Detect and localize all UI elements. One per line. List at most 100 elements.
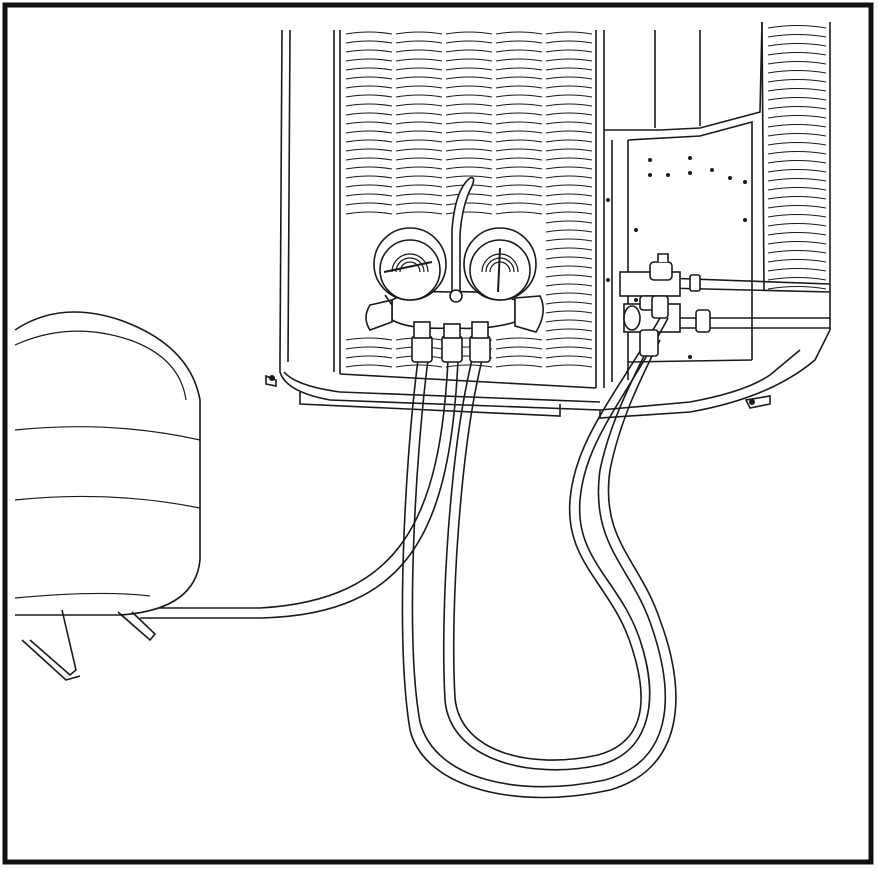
side-louver-slat (767, 195, 827, 200)
louver-slat (495, 337, 543, 341)
louver-slat (545, 220, 593, 224)
louver-slat (395, 193, 443, 197)
louver-slat (345, 76, 393, 80)
louver-slat (395, 85, 443, 89)
louver-slat (545, 175, 593, 179)
manifold-hook (451, 176, 475, 292)
louver-slat (545, 31, 593, 35)
high-gauge-needle (497, 247, 501, 293)
suction-valve-stem (657, 253, 669, 262)
side-louver-slat (767, 87, 827, 92)
louver-slat (495, 193, 543, 197)
hose-center-inner (140, 359, 459, 619)
louver-slat (545, 85, 593, 89)
manifold-gauge-set (365, 176, 544, 339)
louver-slat (345, 112, 393, 116)
louver-slat (445, 121, 493, 125)
louver-slat (445, 211, 493, 215)
suction-line-bottom (663, 287, 831, 293)
louver-slat (495, 67, 543, 71)
manifold-port-high (471, 321, 489, 339)
side-louver-slat (767, 258, 827, 263)
louver-slat (495, 157, 543, 161)
condenser-base-pan (279, 349, 801, 411)
louver-slat (495, 175, 543, 179)
low-side-knob (365, 298, 393, 331)
louver-slat (345, 337, 393, 341)
louver-slat (545, 184, 593, 188)
louver-slat (545, 166, 593, 170)
cabinet-edge-left-outer (279, 29, 283, 359)
hose-fitting-suction (651, 295, 669, 319)
suction-valve-cap (649, 261, 673, 281)
low-gauge-needle (383, 261, 433, 273)
louver-slat (545, 112, 593, 116)
louver-slat (495, 40, 543, 44)
louver-slat (345, 157, 393, 161)
side-louver-slat (767, 123, 827, 128)
louver-slat (545, 292, 593, 296)
louver-slat (395, 139, 443, 143)
manifold-port-center (443, 323, 461, 339)
liquid-line-nut (695, 309, 711, 333)
louver-slat (395, 202, 443, 206)
louver-slat (545, 256, 593, 260)
manifold-sight-glass (449, 289, 463, 303)
louver-slat (345, 166, 393, 170)
cylinder-leg-right (117, 611, 157, 642)
hose-fitting-liquid (639, 329, 659, 357)
louver-slat (445, 49, 493, 53)
louver-slat (545, 274, 593, 278)
unit-foot-right (744, 395, 771, 409)
louver-slat (345, 346, 393, 350)
side-louver-slat (767, 276, 827, 281)
liquid-valve-cap (623, 305, 641, 331)
hose-end-right (469, 335, 491, 363)
louver-slat (345, 355, 393, 359)
louver-slat (345, 49, 393, 53)
louver-slat (495, 355, 543, 359)
louver-slat (495, 76, 543, 80)
louver-slat (445, 85, 493, 89)
side-louver-slat (767, 69, 827, 74)
louver-slat (395, 49, 443, 53)
hose-end-left (411, 335, 433, 363)
louver-slat (495, 103, 543, 107)
low-gauge-scale-1 (391, 253, 429, 273)
manifold-port-low (413, 321, 431, 339)
louver-slat (495, 49, 543, 53)
condenser-base-right (599, 329, 831, 419)
suction-line-nut (689, 274, 701, 292)
louver-slat (545, 211, 593, 215)
louver-slat (445, 103, 493, 107)
service-panel-recess (627, 120, 753, 360)
louver-slat (545, 58, 593, 62)
louver-slat (545, 49, 593, 53)
louver-slat (395, 103, 443, 107)
louver-slat (395, 94, 443, 98)
service-valves (619, 253, 831, 333)
louver-slat (345, 85, 393, 89)
louver-slat (345, 364, 393, 368)
louver-slat (545, 103, 593, 107)
louver-slat (545, 148, 593, 152)
louver-slat (345, 175, 393, 179)
side-grille-left-edge (761, 21, 765, 291)
louver-slat (445, 139, 493, 143)
cabinet-edge-left-inner (287, 29, 291, 363)
high-pressure-gauge (463, 227, 537, 301)
suction-line-top (663, 277, 831, 285)
louver-slat (445, 202, 493, 206)
louver-slat (345, 184, 393, 188)
side-louver-slat (767, 42, 827, 47)
louver-slat (445, 76, 493, 80)
louver-slat (545, 355, 593, 359)
cylinder-leg-left (29, 609, 77, 677)
hose-center-outer (140, 359, 449, 609)
louver-slat (545, 139, 593, 143)
side-louver-slat (767, 267, 827, 272)
louver-slat (545, 337, 593, 341)
low-gauge-scale-2 (395, 257, 425, 273)
high-side-knob (514, 295, 544, 333)
louver-slat (545, 346, 593, 350)
